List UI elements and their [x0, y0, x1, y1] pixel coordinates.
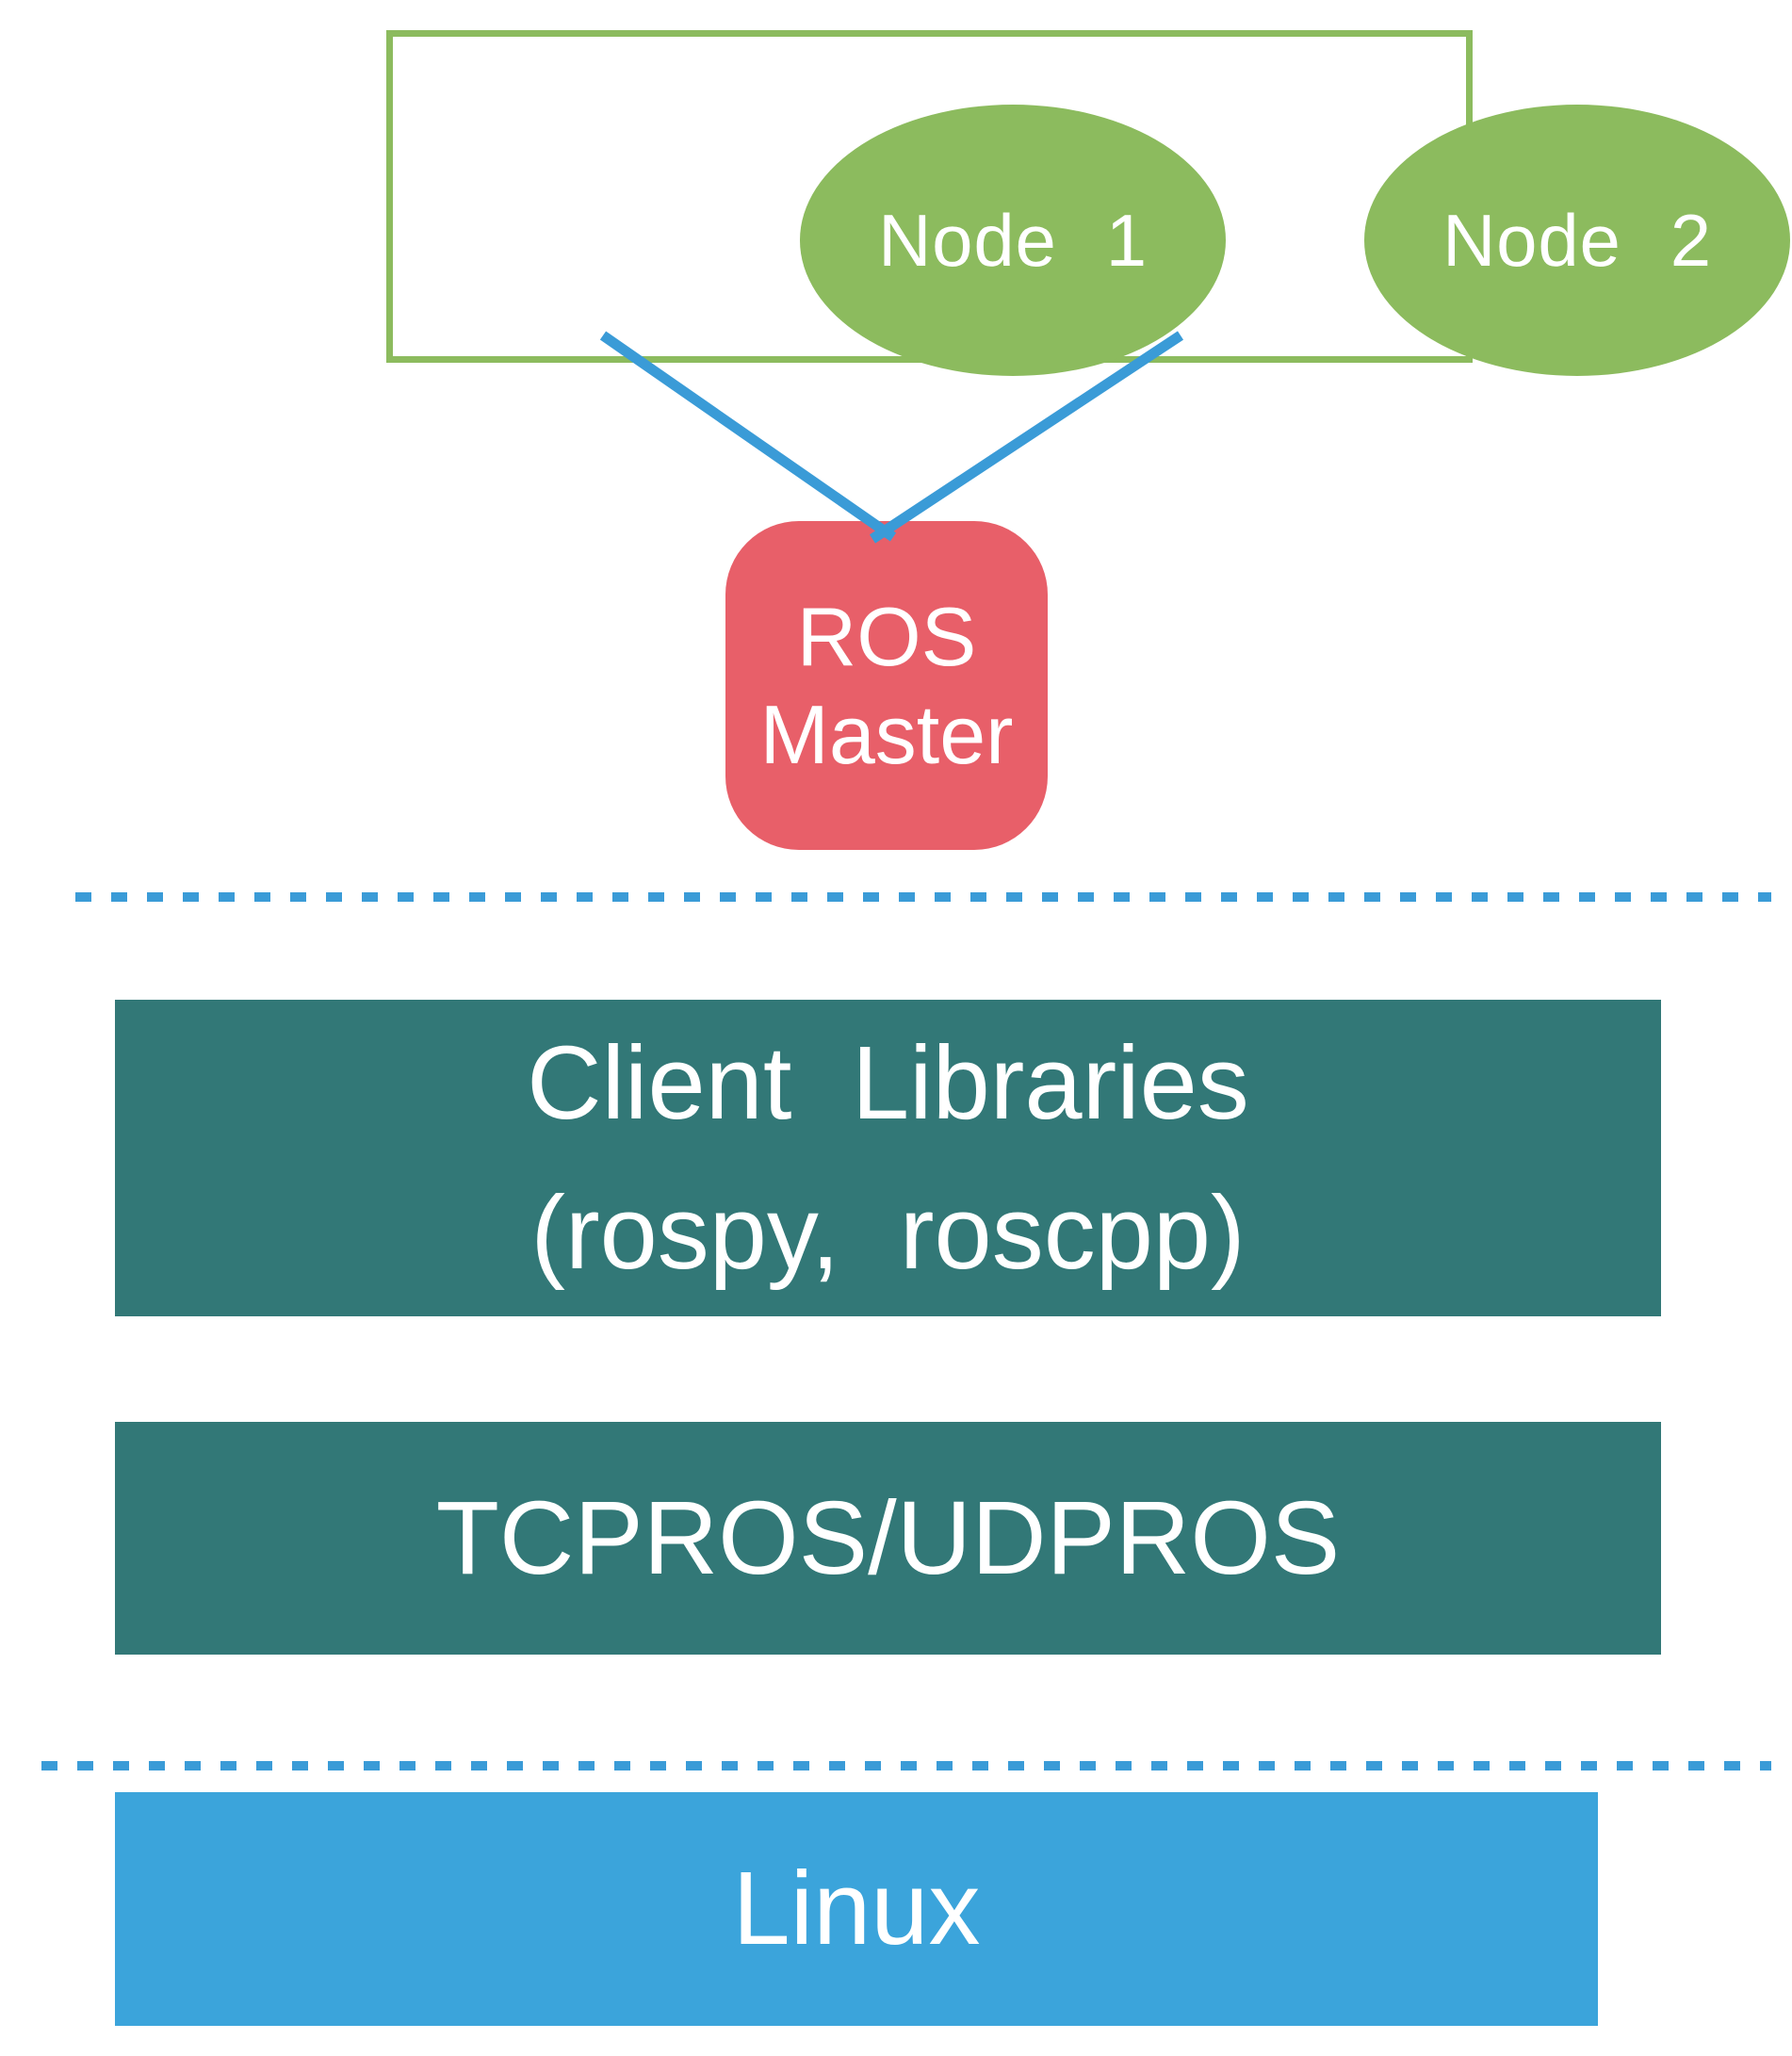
- node-2-ellipse: Node 2: [1364, 105, 1790, 376]
- nodes-group-box: Node 1 Node 2: [386, 30, 1790, 376]
- node-2-label: Node 2: [1442, 198, 1712, 282]
- ros-master-box: ROS Master: [725, 521, 1048, 850]
- node-1-label: Node 1: [878, 198, 1148, 282]
- node-1-ellipse: Node 1: [800, 105, 1226, 376]
- client-libraries-label-line2: (rospy, roscpp): [530, 1175, 1246, 1291]
- tcpros-udpros-label: TCPROS/UDPROS: [435, 1479, 1341, 1596]
- dashed-divider-bottom: [41, 1761, 1771, 1770]
- client-libraries-box: Client Libraries (rospy, roscpp): [115, 1000, 1661, 1316]
- linux-box: Linux: [115, 1792, 1598, 2026]
- dashed-divider-top: [75, 892, 1771, 902]
- ros-master-label-line1: ROS: [796, 589, 977, 683]
- ros-master-label-line2: Master: [759, 687, 1014, 781]
- node1-to-master-line: [599, 331, 897, 542]
- tcpros-udpros-box: TCPROS/UDPROS: [115, 1422, 1661, 1655]
- client-libraries-label-line1: Client Libraries: [527, 1024, 1249, 1141]
- linux-label: Linux: [732, 1851, 981, 1967]
